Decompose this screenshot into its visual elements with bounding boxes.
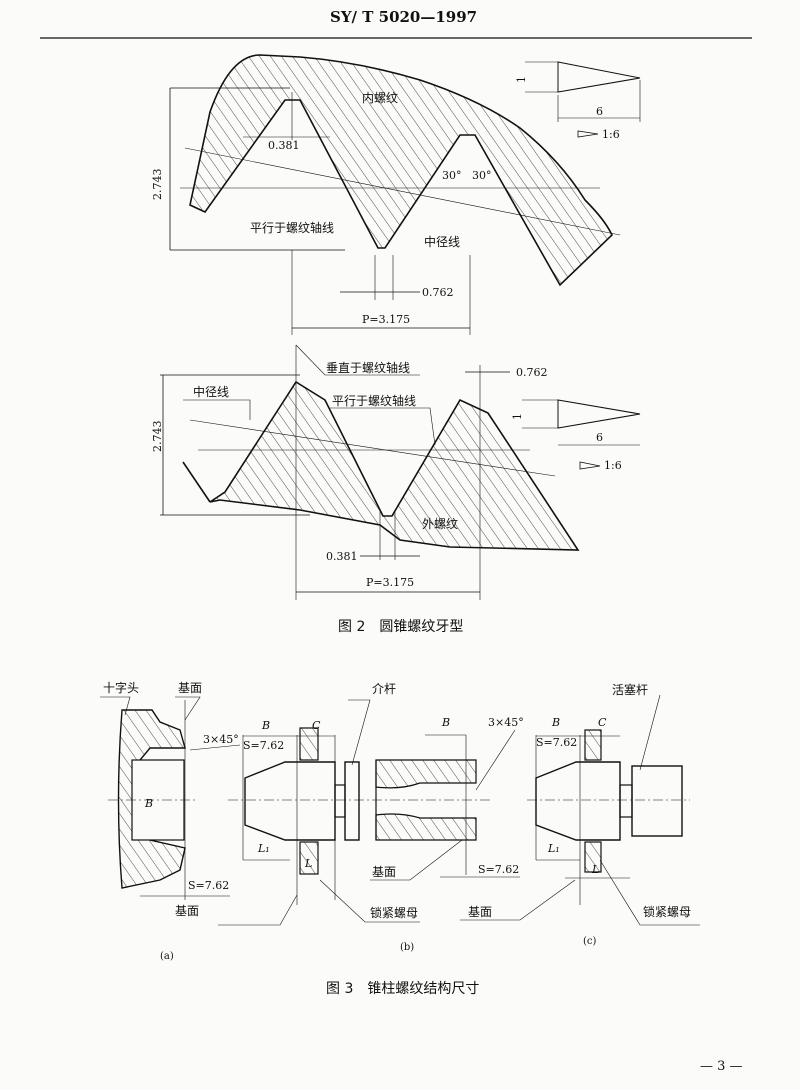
taper-dim-6: 6 (596, 431, 603, 444)
dim-pitch: P=3.175 (362, 313, 411, 326)
chamfer-label: 3×45° (203, 733, 239, 746)
standard-number-header: SY/ T 5020—1997 (330, 8, 478, 26)
label-pony-rod: 介杆 (372, 682, 397, 696)
dim-L1: L₁ (258, 842, 270, 855)
taper-dim-1: 1 (511, 413, 524, 420)
dim-B: B (552, 716, 561, 729)
label-internal-thread: 内螺纹 (362, 91, 399, 105)
dim-C: C (312, 719, 321, 732)
figure3-a-crosshead (100, 696, 241, 900)
dim-B: B (145, 797, 154, 810)
dim-S: S=7.62 (536, 736, 578, 749)
sub-label-c: (c) (583, 936, 597, 947)
label-base-plane: 基面 (175, 904, 200, 918)
sub-label-a: (a) (160, 951, 174, 962)
dim-B: B (262, 719, 271, 732)
figure3-c-piston-rod (460, 694, 700, 926)
taper-arrow-icon (577, 130, 599, 138)
label-base-plane: 基面 (178, 681, 203, 695)
dim-C: C (598, 716, 607, 729)
label-crosshead: 十字头 (103, 681, 140, 695)
flank-angle-right: 30° (472, 169, 492, 182)
taper-arrow-icon (579, 461, 601, 470)
flank-angle-left: 30° (442, 169, 462, 182)
dim-L: L (305, 857, 313, 870)
dim-L: L (592, 863, 600, 876)
figure3-b-pin-and-box (218, 699, 520, 926)
chamfer-label: 3×45° (488, 716, 524, 729)
taper-dim-6: 6 (596, 105, 603, 118)
sub-label-b: (b) (400, 942, 415, 953)
page-number: — 3 — (700, 1059, 743, 1074)
taper-ratio: 1:6 (604, 459, 622, 472)
label-parallel-axis: 平行于螺纹轴线 (332, 394, 417, 408)
dim-S: S=7.62 (478, 863, 520, 876)
label-base-plane: 基面 (468, 905, 493, 919)
dim-S: S=7.62 (188, 879, 230, 892)
dim-flat-root: 0.762 (422, 286, 454, 299)
label-lock-nut: 锁紧螺母 (643, 905, 692, 919)
internal-thread-profile (169, 54, 641, 335)
label-pitch-line: 中径线 (193, 385, 230, 399)
figure2-caption: 图 2 圆锥螺纹牙型 (338, 619, 464, 635)
dim-B: B (442, 716, 451, 729)
label-pitch-line: 中径线 (424, 235, 461, 249)
dim-thread-height: 2.743 (151, 420, 164, 453)
taper-ratio: 1:6 (602, 128, 620, 141)
label-lock-nut: 锁紧螺母 (370, 906, 419, 920)
taper-dim-1: 1 (515, 76, 528, 83)
dim-L1: L₁ (548, 842, 560, 855)
label-parallel-axis: 平行于螺纹轴线 (250, 221, 335, 235)
figure3-caption: 图 3 锥柱螺纹结构尺寸 (326, 981, 480, 997)
label-piston-rod: 活塞杆 (612, 683, 649, 697)
dim-flat-crest: 0.762 (516, 366, 548, 379)
dim-flat-crest: 0.381 (268, 139, 300, 152)
dim-S: S=7.62 (243, 739, 285, 752)
external-thread-profile (160, 344, 641, 600)
dim-pitch: P=3.175 (366, 576, 415, 589)
dim-thread-height: 2.743 (151, 168, 164, 201)
label-external-thread: 外螺纹 (422, 517, 459, 531)
label-base-plane: 基面 (372, 865, 397, 879)
dim-flat-root: 0.381 (326, 550, 358, 563)
label-perpendicular-axis: 垂直于螺纹轴线 (326, 361, 411, 375)
